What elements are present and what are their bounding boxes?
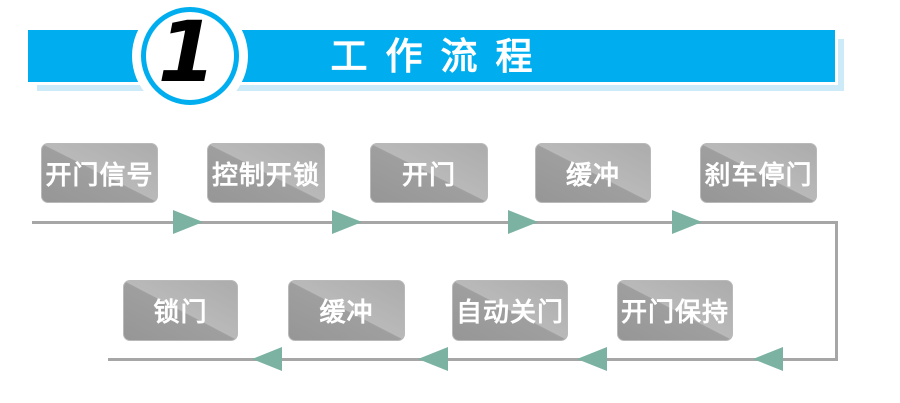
flow-step-label: 缓冲: [565, 160, 620, 191]
flow-step-box: 开门保持: [617, 280, 733, 341]
flow-step-label: 开门信号: [45, 160, 154, 191]
flow-step-box: 锁门: [123, 280, 238, 341]
flow-step-label: 缓冲: [319, 298, 374, 328]
flow-step-label: 开门保持: [620, 298, 729, 328]
flow-step-box: 缓冲: [288, 280, 405, 341]
flow-step-label: 控制开锁: [211, 160, 320, 191]
flow-step-box: 缓冲: [535, 143, 651, 203]
flow-step-box: 刹车停门: [700, 143, 817, 203]
flow-line-vertical: [835, 221, 838, 361]
arrow-left-icon: [418, 347, 448, 371]
flow-step-label: 锁门: [153, 298, 208, 328]
arrow-left-icon: [577, 347, 607, 371]
flow-step-box: 控制开锁: [207, 143, 325, 203]
arrow-right-icon: [508, 210, 538, 234]
flow-line-bottom: [108, 358, 838, 361]
flow-step-label: 自动关门: [455, 298, 564, 328]
flow-step-box: 开门: [370, 143, 488, 203]
flow-step-box: 开门信号: [41, 143, 158, 203]
step-number-text: 1: [157, 3, 217, 101]
flow-step-box: 自动关门: [452, 280, 568, 341]
arrow-left-icon: [753, 347, 783, 371]
step-number-badge: 1: [141, 7, 239, 105]
flow-line-top: [32, 221, 838, 224]
flow-step-label: 开门: [401, 160, 456, 191]
arrow-right-icon: [672, 210, 702, 234]
arrow-right-icon: [173, 210, 203, 234]
flow-step-label: 刹车停门: [704, 160, 813, 191]
arrow-left-icon: [252, 347, 282, 371]
section-title: 工作流程: [330, 34, 551, 78]
arrow-right-icon: [332, 210, 362, 234]
